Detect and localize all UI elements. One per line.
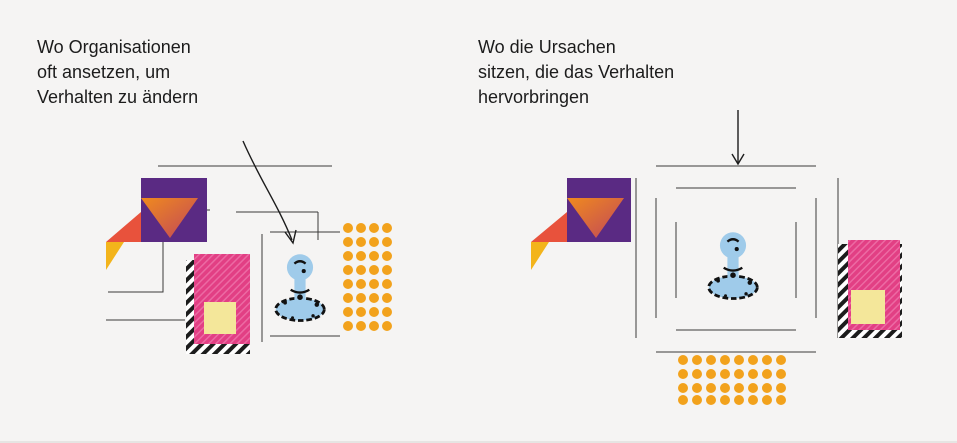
right-dot-grid-icon [678, 355, 786, 405]
left-joystick-icon [274, 252, 326, 323]
caption-left-line-2: oft ansetzen, um [37, 62, 171, 82]
right-arrow [731, 110, 745, 166]
right-triangle-icon [531, 178, 631, 270]
right-joystick-icon [707, 230, 759, 301]
caption-right-line-2: sitzen, die das Verhalten [478, 62, 675, 82]
caption-left-line-3: Verhalten zu ändern [37, 87, 199, 107]
left-dot-grid-icon [343, 223, 392, 331]
right-striped-square-icon [838, 240, 902, 338]
caption-left-line-1: Wo Organisationen [37, 37, 191, 57]
caption-left: Wo Organisationen oft ansetzen, um Verha… [37, 35, 198, 110]
left-triangle-icon [106, 178, 207, 270]
left-arrow [242, 140, 297, 245]
right-diagram [531, 110, 902, 405]
caption-right-line-1: Wo die Ursachen [478, 37, 616, 57]
caption-right-line-3: hervorbringen [478, 87, 590, 107]
left-striped-square-icon [186, 254, 250, 354]
caption-right: Wo die Ursachen sitzen, die das Verhalte… [478, 35, 674, 110]
left-diagram [106, 140, 392, 354]
